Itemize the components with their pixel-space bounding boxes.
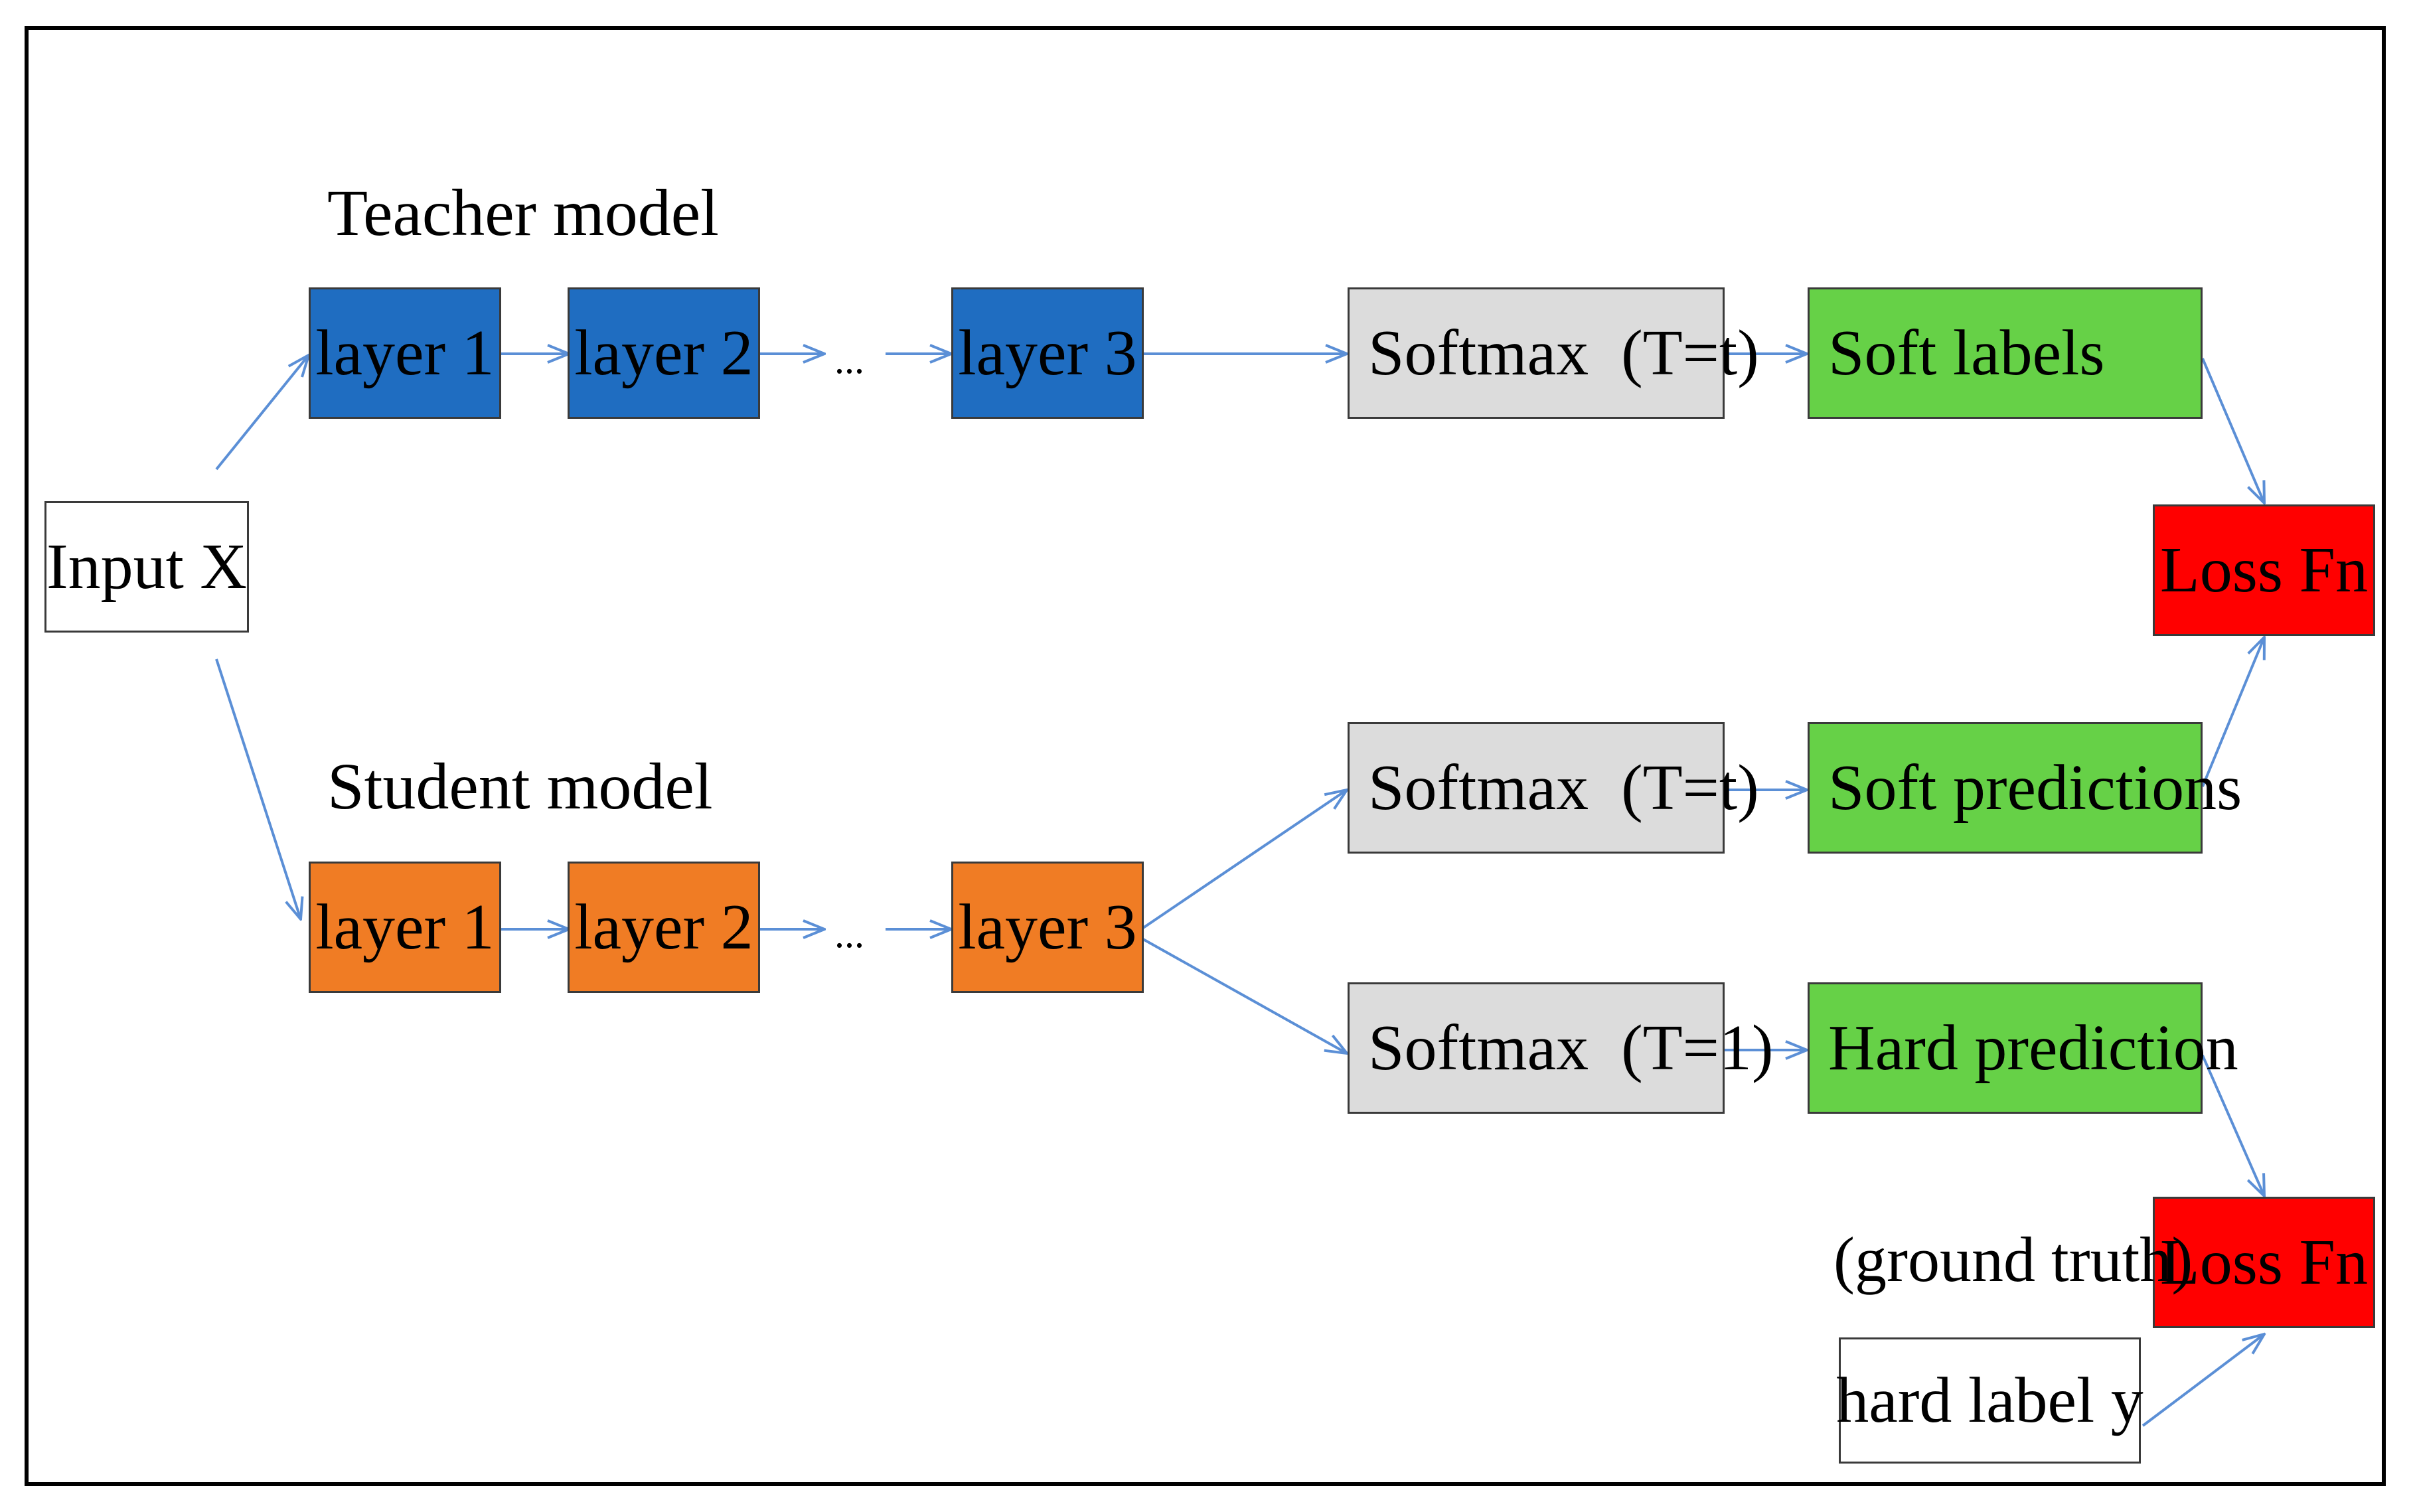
- hard-prediction-box: Hard prediction: [1808, 982, 2238, 1114]
- teacher-layer-2: layer 2: [568, 287, 760, 419]
- arrow-student-l3-softmax-hard: [1142, 938, 1347, 1053]
- loss-fn-top: Loss Fn: [2153, 504, 2375, 636]
- teacher-layer-1: layer 1: [309, 287, 501, 419]
- hard-label-box: hard label y: [1836, 1337, 2143, 1464]
- teacher-softmax: Softmax (T=t): [1348, 287, 1759, 419]
- teacher-ellipsis: ...: [834, 338, 864, 382]
- arrow-hardprediction-to-loss: [2201, 1055, 2264, 1196]
- arrow-hardlabel-to-loss: [2142, 1334, 2264, 1427]
- input-box: Input X: [44, 501, 249, 633]
- student-softmax-hard: Softmax (T=1): [1348, 982, 1774, 1114]
- arrow-softlabels-to-loss: [2201, 358, 2264, 503]
- student-model-title: Student model: [327, 749, 713, 823]
- loss-fn-bottom: Loss Fn: [2153, 1197, 2375, 1328]
- student-layer-3: layer 3: [951, 862, 1144, 993]
- teacher-model-title: Teacher model: [327, 176, 719, 250]
- soft-labels-box: Soft labels: [1808, 287, 2203, 419]
- student-ellipsis: ...: [834, 912, 864, 956]
- arrow-input-to-teacher: [215, 355, 309, 471]
- arrow-input-to-student: [215, 658, 301, 919]
- student-layer-1: layer 1: [309, 862, 501, 993]
- student-layer-2: layer 2: [568, 862, 760, 993]
- teacher-layer-3: layer 3: [951, 287, 1144, 419]
- arrow-softpredictions-to-loss: [2201, 637, 2264, 787]
- student-softmax-soft: Softmax (T=t): [1348, 722, 1759, 854]
- ground-truth-note: (ground truth): [1833, 1224, 2193, 1295]
- arrow-student-l3-softmax-soft: [1142, 790, 1347, 929]
- soft-predictions-box: Soft predictions: [1808, 722, 2242, 854]
